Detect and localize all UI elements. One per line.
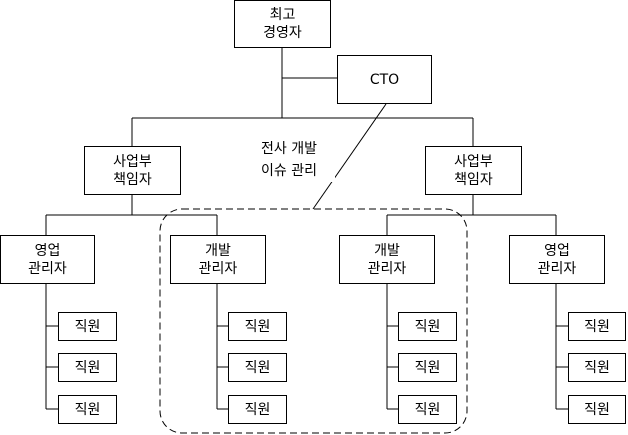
staff-box: 직원 — [58, 312, 117, 341]
staff-box: 직원 — [228, 353, 287, 382]
staff-box: 직원 — [228, 395, 287, 424]
staff-label: 직원 — [74, 359, 101, 376]
staff-label: 직원 — [584, 401, 610, 418]
division-right-line2: 책임자 — [454, 171, 493, 188]
division-right-line1: 사업부 — [454, 153, 493, 170]
staff-label: 직원 — [584, 359, 610, 376]
staff-label: 직원 — [414, 359, 441, 376]
division-left-line1: 사업부 — [113, 153, 152, 170]
manager-line2: 관리자 — [537, 260, 577, 277]
division-left-line2: 책임자 — [113, 171, 152, 188]
ceo-line1: 최고 — [269, 7, 296, 23]
manager-line1: 개발 — [374, 242, 400, 259]
manager-line1: 영업 — [544, 242, 570, 259]
staff-label: 직원 — [244, 401, 271, 418]
staff-box: 직원 — [58, 395, 117, 424]
staff-box: 직원 — [398, 395, 457, 424]
manager-line2: 관리자 — [28, 260, 67, 277]
staff-box: 직원 — [398, 312, 457, 341]
staff-label: 직원 — [414, 318, 441, 335]
ceo-line2: 경영자 — [263, 25, 302, 41]
cto-label: CTO — [369, 71, 400, 88]
note-line2: 이슈 관리 — [261, 163, 317, 179]
development-group-outline — [159, 208, 468, 434]
manager-line2: 관리자 — [198, 260, 238, 277]
staff-label: 직원 — [584, 318, 610, 335]
staff-box: 직원 — [228, 312, 287, 341]
staff-label: 직원 — [74, 318, 101, 335]
manager-line1: 영업 — [34, 242, 61, 259]
manager-line2: 관리자 — [367, 260, 407, 277]
staff-box: 직원 — [568, 312, 626, 341]
staff-label: 직원 — [244, 318, 271, 335]
manager-line1: 개발 — [205, 242, 231, 259]
staff-label: 직원 — [244, 359, 271, 376]
staff-box: 직원 — [398, 353, 457, 382]
company-dev-issue-note: 전사 개발 이슈 관리 — [243, 138, 335, 182]
staff-box: 직원 — [568, 395, 626, 424]
cto-oversight-line — [312, 103, 387, 210]
note-line1: 전사 개발 — [261, 141, 317, 157]
staff-label: 직원 — [414, 401, 441, 418]
staff-label: 직원 — [74, 401, 101, 418]
staff-box: 직원 — [58, 353, 117, 382]
staff-box: 직원 — [568, 353, 626, 382]
cto-box: CTO — [337, 55, 432, 104]
